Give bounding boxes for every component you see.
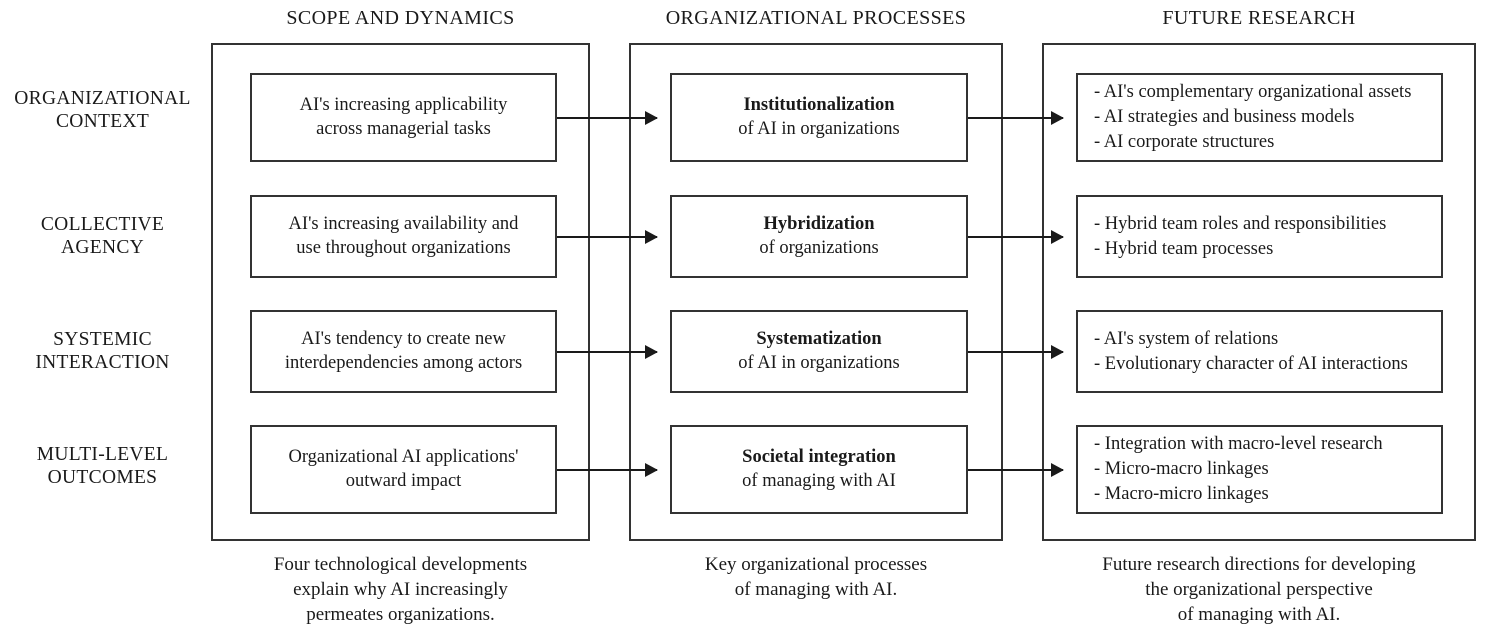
scope-box-multi-level-outcomes[interactable]: Organizational AI applications' outward … <box>250 425 557 514</box>
process-box-institutionalization[interactable]: Institutionalization of AI in organizati… <box>670 73 968 162</box>
caption-line: Future research directions for developin… <box>1102 554 1416 575</box>
future-bullet: - Macro-micro linkages <box>1094 484 1269 504</box>
future-bullet: - AI's system of relations <box>1094 328 1279 349</box>
arrow-icon-process-to-future-row4 <box>968 463 1064 477</box>
process-box-subtitle: of organizations <box>759 237 879 258</box>
caption-line: explain why AI increasingly <box>293 579 508 600</box>
row-label-line: INTERACTION <box>35 352 170 373</box>
process-box-hybridization[interactable]: Hybridization of organizations <box>670 195 968 278</box>
scope-box-systemic-interaction[interactable]: AI's tendency to create new interdepende… <box>250 310 557 393</box>
process-box-subtitle: of AI in organizations <box>738 118 900 139</box>
column-container-scope-and-dynamics <box>211 43 590 541</box>
future-bullet: - Hybrid team processes <box>1094 238 1274 259</box>
caption-line: permeates organizations. <box>306 604 495 625</box>
future-box-collective-agency[interactable]: - Hybrid team roles and responsibilities… <box>1076 195 1443 278</box>
caption-organizational-processes: Key organizational processes of managing… <box>629 552 1003 602</box>
caption-line: of managing with AI. <box>1177 604 1341 625</box>
column-header-scope-and-dynamics: SCOPE AND DYNAMICS <box>286 7 515 29</box>
process-box-title: Societal integration <box>742 447 896 467</box>
caption-scope-and-dynamics: Four technological developments explain … <box>191 552 610 627</box>
arrow-icon-process-to-future-row3 <box>968 345 1064 359</box>
process-box-title: Systematization <box>756 329 882 349</box>
row-label-line: CONTEXT <box>55 111 150 132</box>
scope-box-line: AI's tendency to create new <box>301 329 506 349</box>
arrow-icon-process-to-future-row1 <box>968 111 1064 125</box>
row-label-line: AGENCY <box>60 237 145 258</box>
process-box-title: Institutionalization <box>743 95 895 115</box>
caption-line: Four technological developments <box>273 554 528 575</box>
row-label-line: SYSTEMIC <box>53 329 152 350</box>
arrow-icon-scope-to-process-row4 <box>557 463 658 477</box>
caption-future-research: Future research directions for developin… <box>1032 552 1486 627</box>
scope-box-line: interdependencies among actors <box>284 352 523 373</box>
row-label-organizational-context: ORGANIZATIONAL CONTEXT <box>0 87 205 133</box>
arrow-icon-scope-to-process-row3 <box>557 345 658 359</box>
arrow-icon-scope-to-process-row1 <box>557 111 658 125</box>
process-box-systematization[interactable]: Systematization of AI in organizations <box>670 310 968 393</box>
column-container-future-research <box>1042 43 1476 541</box>
caption-line: of managing with AI. <box>734 579 898 600</box>
row-label-line: ORGANIZATIONAL <box>14 88 191 109</box>
scope-box-line: AI's increasing availability and <box>288 214 519 234</box>
process-box-title: Hybridization <box>763 214 875 234</box>
scope-box-line: use throughout organizations <box>296 237 511 258</box>
future-bullet: - AI corporate structures <box>1094 132 1275 152</box>
future-bullet: - Integration with macro-level research <box>1094 434 1383 454</box>
future-box-organizational-context[interactable]: - AI's complementary organizational asse… <box>1076 73 1443 162</box>
future-box-systemic-interaction[interactable]: - AI's system of relations - Evolutionar… <box>1076 310 1443 393</box>
arrow-icon-scope-to-process-row2 <box>557 230 658 244</box>
future-bullet: - Hybrid team roles and responsibilities <box>1094 213 1387 234</box>
scope-box-line: across managerial tasks <box>316 118 491 139</box>
process-box-subtitle: of managing with AI <box>742 470 896 491</box>
row-label-line: OUTCOMES <box>47 467 158 488</box>
future-bullet: - AI's complementary organizational asse… <box>1094 82 1412 102</box>
future-bullet: - Evolutionary character of AI interacti… <box>1094 353 1408 374</box>
row-label-line: COLLECTIVE <box>40 214 165 235</box>
row-label-collective-agency: COLLECTIVE AGENCY <box>0 213 205 259</box>
future-bullet: - AI strategies and business models <box>1094 107 1355 127</box>
process-box-subtitle: of AI in organizations <box>738 352 900 373</box>
arrow-icon-process-to-future-row2 <box>968 230 1064 244</box>
row-label-multi-level-outcomes: MULTI-LEVEL OUTCOMES <box>0 443 205 489</box>
column-container-organizational-processes <box>629 43 1003 541</box>
row-label-systemic-interaction: SYSTEMIC INTERACTION <box>0 328 205 374</box>
scope-box-organizational-context[interactable]: AI's increasing applicability across man… <box>250 73 557 162</box>
future-bullet: - Micro-macro linkages <box>1094 459 1269 479</box>
scope-box-line: AI's increasing applicability <box>299 95 508 115</box>
caption-line: Key organizational processes <box>704 554 928 575</box>
future-box-multi-level-outcomes[interactable]: - Integration with macro-level research … <box>1076 425 1443 514</box>
scope-box-collective-agency[interactable]: AI's increasing availability and use thr… <box>250 195 557 278</box>
scope-box-line: Organizational AI applications' <box>288 447 519 467</box>
column-header-future-research: FUTURE RESEARCH <box>1162 7 1356 29</box>
row-label-line: MULTI-LEVEL <box>36 444 169 465</box>
scope-box-line: outward impact <box>345 470 462 491</box>
column-header-organizational-processes: ORGANIZATIONAL PROCESSES <box>665 7 967 29</box>
process-box-societal-integration[interactable]: Societal integration of managing with AI <box>670 425 968 514</box>
caption-line: the organizational perspective <box>1145 579 1373 600</box>
